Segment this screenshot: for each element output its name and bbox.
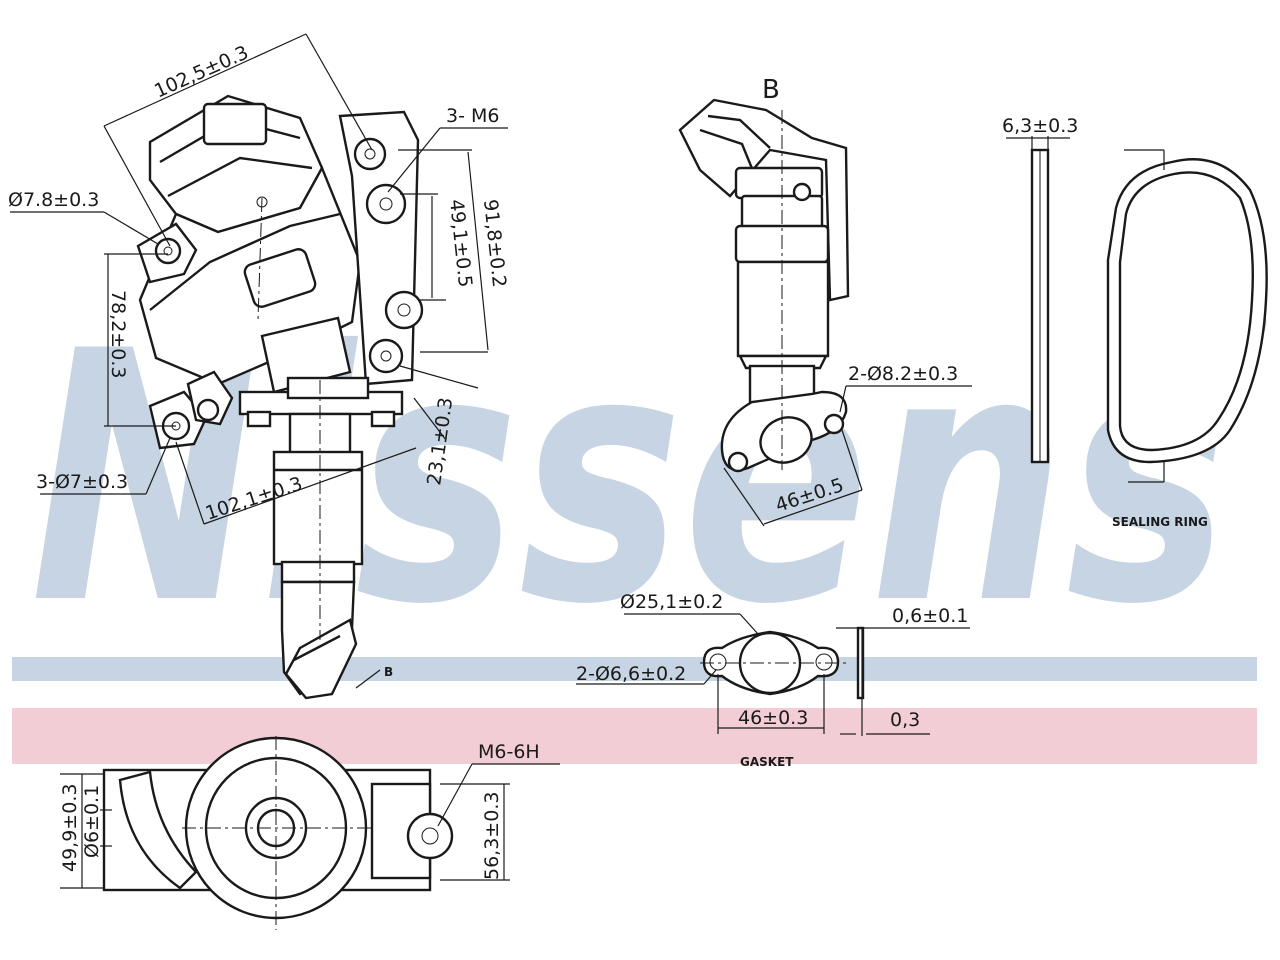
dim-top-width-label: 102,5±0.3: [151, 42, 252, 103]
egr-valve-main-view: [136, 94, 424, 700]
dim-6-label: Ø6±0.1: [81, 785, 103, 858]
main-view-dimension-lines: [10, 33, 508, 689]
dim-49-1-label: 49,1±0.5: [445, 198, 476, 288]
view-b-drawing: [678, 98, 850, 473]
egr-valve-bottom-view: [60, 736, 560, 930]
dim-gasket-holes-label: 2-Ø6,6±0.2: [576, 663, 686, 685]
dim-gasket-thickness-label: 0,6±0.1: [892, 605, 968, 627]
sealing-ring-caption: SEALING RING: [1112, 515, 1208, 529]
dim-56-3-label: 56,3±0.3: [481, 792, 503, 880]
dim-flange-holes-label: 2-Ø8.2±0.3: [848, 363, 958, 385]
dim-gasket-0-3-label: 0,3: [890, 709, 920, 731]
dim-mount-holes-label: 3-Ø7±0.3: [36, 471, 128, 493]
sealing-ring-drawing: [1006, 136, 1268, 483]
view-b-dimension-lines: [723, 385, 972, 527]
view-b-pointer-label: B: [384, 665, 393, 679]
dim-thread-m6-label: M6-6H: [478, 741, 540, 763]
dim-78-2-label: 78,2±0.3: [107, 290, 129, 378]
dim-hole-dia-label: Ø7.8±0.3: [8, 189, 99, 211]
dim-ring-thickness-label: 6,3±0.3: [1002, 115, 1078, 137]
dim-91-8-label: 91,8±0.2: [479, 198, 510, 288]
watermark-pink-band: [12, 708, 1257, 764]
view-b-label: B: [762, 75, 780, 105]
gasket-drawing: [576, 613, 970, 736]
dim-bolt-thread-label: 3- M6: [446, 105, 499, 127]
dim-49-9-label: 49,9±0.3: [59, 784, 81, 872]
dim-gasket-bore-label: Ø25,1±0.2: [620, 591, 723, 613]
dim-gasket-pitch-label: 46±0.3: [738, 707, 808, 729]
watermark-blue-band: [12, 657, 1257, 681]
gasket-caption: GASKET: [740, 755, 794, 769]
